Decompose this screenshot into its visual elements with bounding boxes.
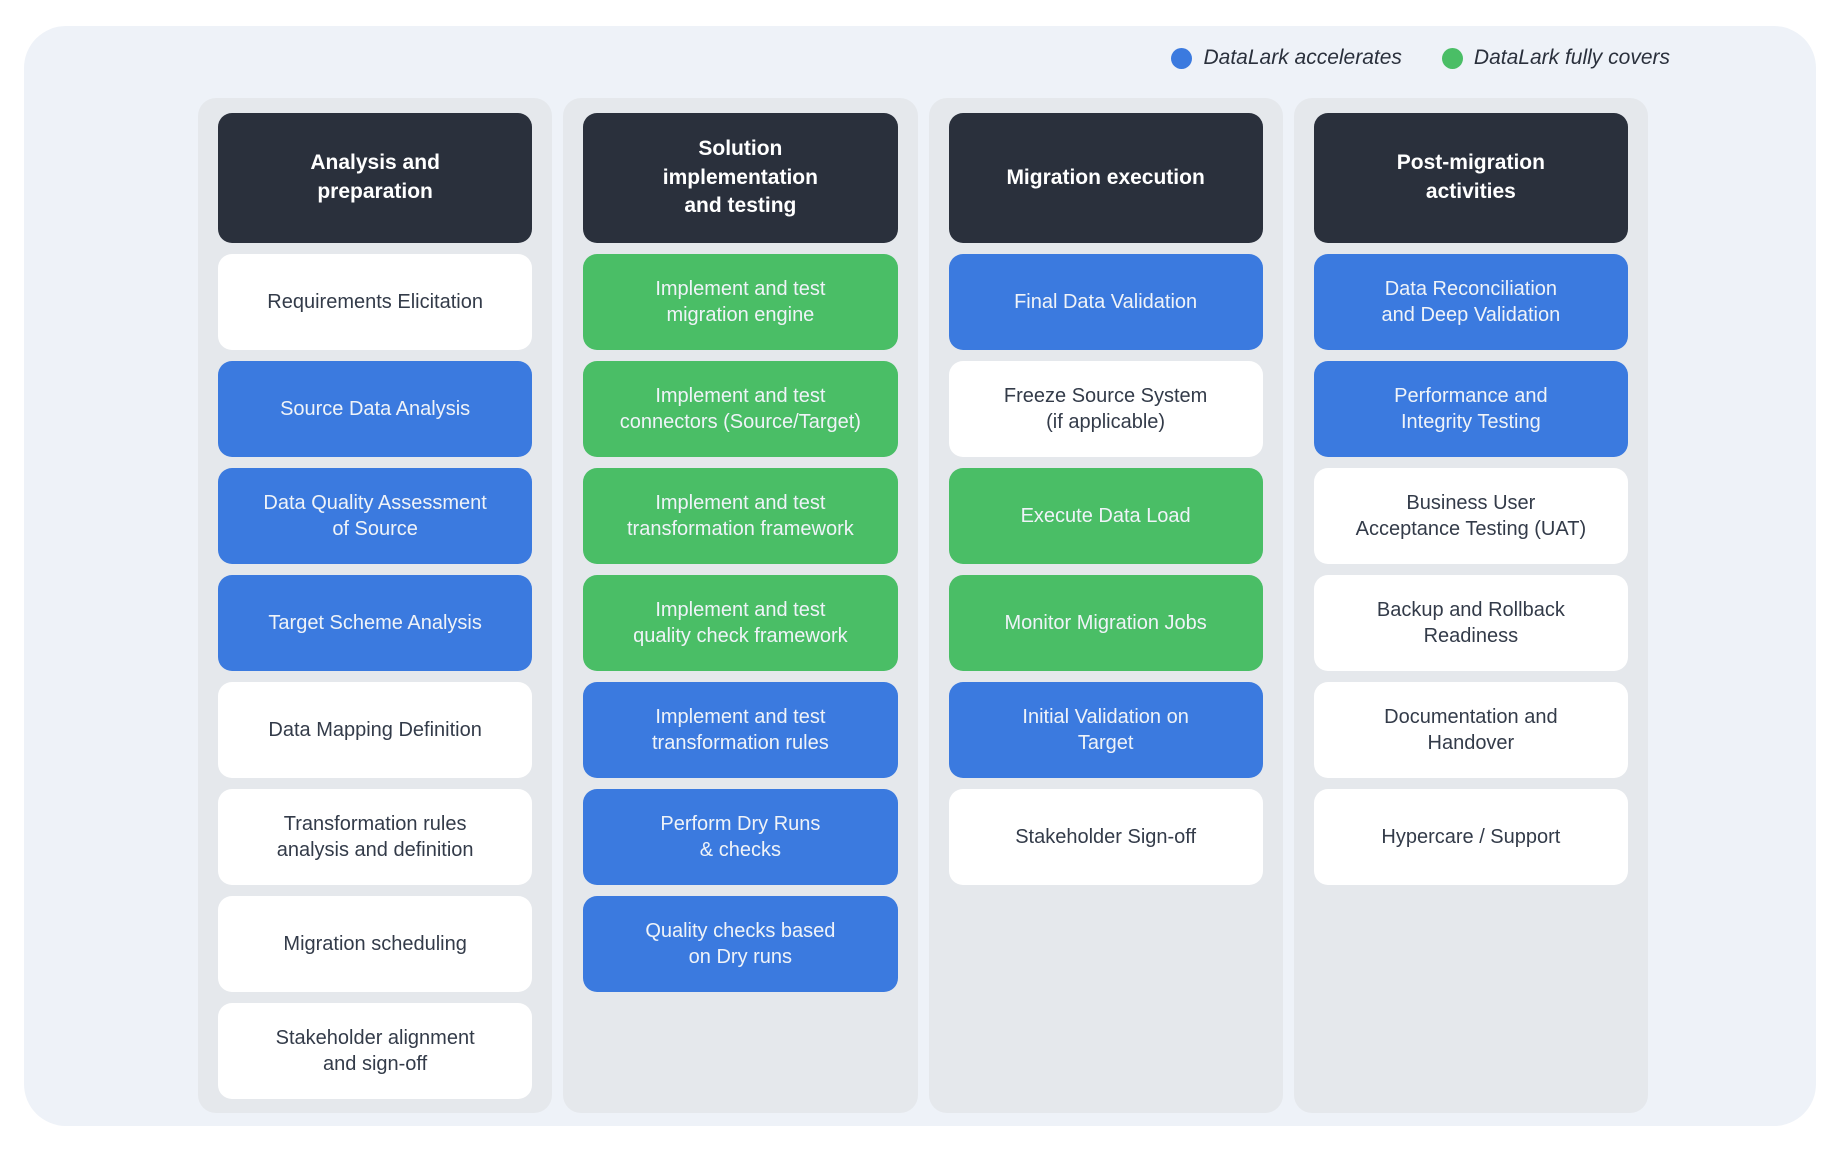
task-card: Data Reconciliation and Deep Validation — [1313, 254, 1628, 350]
task-card: Business User Acceptance Testing (UAT) — [1313, 468, 1628, 564]
legend-label: DataLark accelerates — [1203, 46, 1402, 69]
task-card: Final Data Validation — [948, 254, 1263, 350]
task-card: Migration scheduling — [218, 896, 533, 992]
task-card: Perform Dry Runs & checks — [583, 789, 898, 885]
phase-header-analysis-and-preparation: Analysis and preparation — [218, 113, 533, 243]
infographic-canvas: DataLark accelerates DataLark fully cove… — [24, 26, 1816, 1126]
task-card: Implement and test transformation framew… — [583, 468, 898, 564]
phase-header-post-migration-activities: Post-migration activities — [1313, 113, 1628, 243]
phase-column-solution-implementation-and-testing: Solution implementation and testing Impl… — [563, 98, 918, 1113]
task-card: Performance and Integrity Testing — [1313, 361, 1628, 457]
legend-item: DataLark fully covers — [1441, 46, 1670, 70]
legend-label: DataLark fully covers — [1473, 46, 1670, 69]
task-card: Data Quality Assessment of Source — [218, 468, 533, 564]
task-card: Initial Validation on Target — [948, 682, 1263, 778]
blue-dot-icon — [1171, 47, 1193, 69]
phase-column-migration-execution: Migration execution Final Data Validatio… — [928, 98, 1283, 1113]
task-card: Implement and test migration engine — [583, 254, 898, 350]
task-card: Freeze Source System (if applicable) — [948, 361, 1263, 457]
task-card: Target Scheme Analysis — [218, 575, 533, 671]
phase-column-post-migration-activities: Post-migration activities Data Reconcili… — [1293, 98, 1648, 1113]
task-card: Implement and test transformation rules — [583, 682, 898, 778]
legend: DataLark accelerates DataLark fully cove… — [1171, 46, 1670, 70]
task-card: Execute Data Load — [948, 468, 1263, 564]
task-card: Transformation rules analysis and defini… — [218, 789, 533, 885]
task-card: Requirements Elicitation — [218, 254, 533, 350]
phase-header-migration-execution: Migration execution — [948, 113, 1263, 243]
legend-item: DataLark accelerates — [1171, 46, 1402, 70]
phase-column-analysis-and-preparation: Analysis and preparation Requirements El… — [198, 98, 553, 1113]
task-card: Source Data Analysis — [218, 361, 533, 457]
task-card: Stakeholder alignment and sign-off — [218, 1003, 533, 1099]
columns-container: Analysis and preparation Requirements El… — [198, 98, 1648, 1113]
task-card: Backup and Rollback Readiness — [1313, 575, 1628, 671]
task-card: Hypercare / Support — [1313, 789, 1628, 885]
task-card: Stakeholder Sign-off — [948, 789, 1263, 885]
phase-header-solution-implementation-and-testing: Solution implementation and testing — [583, 113, 898, 243]
green-dot-icon — [1441, 47, 1463, 69]
task-card: Documentation and Handover — [1313, 682, 1628, 778]
task-card: Monitor Migration Jobs — [948, 575, 1263, 671]
task-card: Data Mapping Definition — [218, 682, 533, 778]
task-card: Quality checks based on Dry runs — [583, 896, 898, 992]
task-card: Implement and test quality check framewo… — [583, 575, 898, 671]
task-card: Implement and test connectors (Source/Ta… — [583, 361, 898, 457]
